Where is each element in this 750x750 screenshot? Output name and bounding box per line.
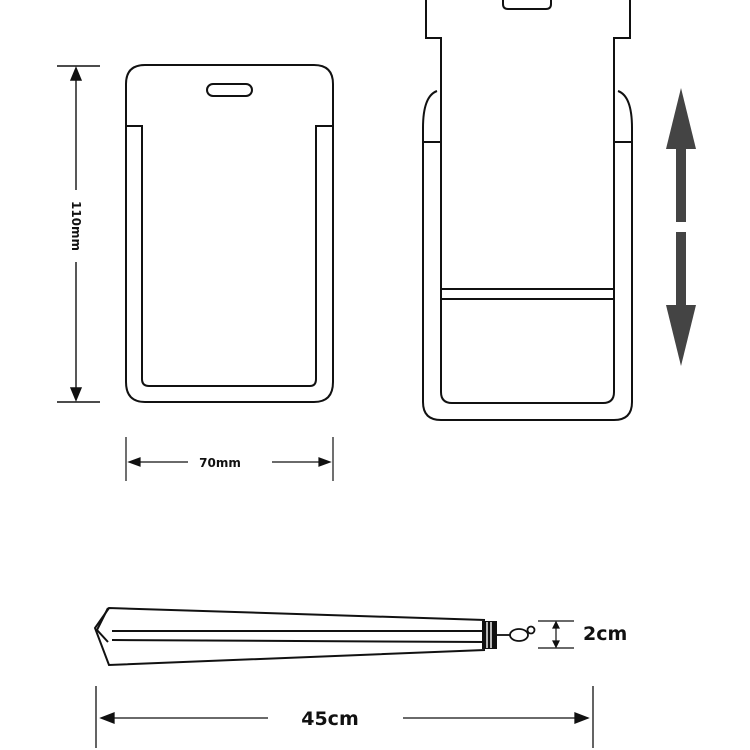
double-vertical-arrow-icon bbox=[666, 88, 696, 366]
lanyard-band bbox=[482, 621, 497, 649]
lanyard-width-dimension bbox=[538, 620, 574, 649]
slot-hole bbox=[206, 83, 253, 97]
lobster-clasp-icon bbox=[496, 625, 536, 642]
lanyard-width-label: 2cm bbox=[583, 623, 627, 645]
lanyard-length-dimension bbox=[95, 686, 594, 748]
height-label: 110mm bbox=[69, 201, 83, 251]
card-slot-hole bbox=[502, 0, 552, 10]
lanyard-strap bbox=[93, 606, 486, 667]
width-label: 70mm bbox=[199, 456, 241, 470]
card bbox=[425, 0, 631, 300]
badge-holder-with-card bbox=[422, 0, 633, 421]
width-dimension bbox=[125, 437, 334, 481]
lanyard-length-label: 45cm bbox=[301, 708, 359, 730]
lanyard bbox=[93, 606, 497, 667]
holder-inner bbox=[423, 141, 632, 404]
badge-holder-front bbox=[125, 64, 334, 403]
height-dimension bbox=[57, 65, 100, 403]
holder-outline bbox=[422, 90, 633, 421]
